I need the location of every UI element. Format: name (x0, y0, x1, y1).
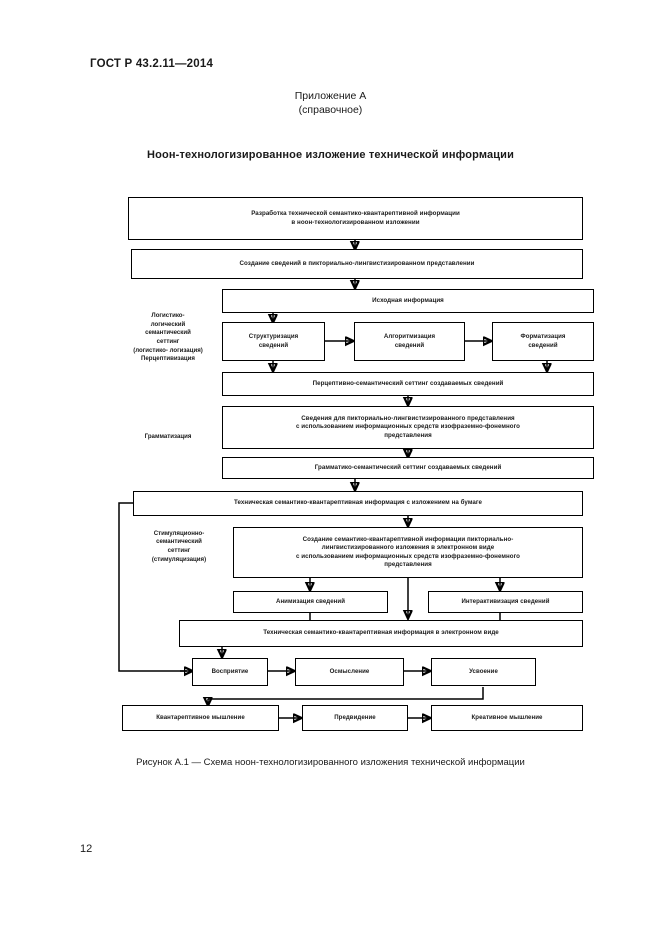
flow-node-electronic-info[interactable]: Техническая семантико-квантарептивная ин… (179, 620, 583, 647)
node-line: Грамматико-семантический сеттинг создава… (314, 463, 502, 471)
node-line: Создание семантико-квантарептивной инфор… (302, 536, 514, 544)
node-line: Алгоритмизация (383, 333, 436, 341)
node-line: Предвидение (334, 713, 376, 721)
side-label-line: логический (150, 320, 186, 328)
node-line: сведений (394, 341, 425, 349)
side-label-line: (логистико- логизация) (133, 346, 203, 354)
side-label-line: Перцептивизация (141, 355, 195, 363)
node-line: Осмысление (329, 667, 370, 675)
node-line: Сведения для пикториально-лингвистизиров… (301, 415, 515, 423)
node-line: с использованием информационных средств … (295, 423, 520, 431)
node-line: Техническая семантико-квантарептивная ин… (263, 629, 499, 637)
flow-node-electronic-creation[interactable]: Создание семантико-квантарептивной инфор… (233, 527, 583, 578)
side-label-line: сеттинг (167, 547, 191, 554)
flow-node-perceptive-setting[interactable]: Перцептивно-семантический сеттинг создав… (222, 372, 594, 396)
flow-node-perception[interactable]: Восприятие (192, 658, 268, 686)
flow-node-animization[interactable]: Анимизация сведений (233, 591, 388, 613)
page-title: Ноон-технологизированное изложение техни… (147, 149, 514, 161)
node-line: Квантарептивное мышление (156, 713, 245, 721)
page-number: 12 (80, 843, 93, 855)
node-line: Перцептивно-семантический сеттинг создав… (312, 379, 504, 387)
node-line: Исходная информация (372, 296, 444, 304)
side-label-line: (стимуляцизация) (151, 555, 207, 563)
flow-node-algorithmization[interactable]: Алгоритмизация сведений (354, 322, 465, 361)
flow-node-assimilation[interactable]: Усвоение (431, 658, 536, 686)
node-line: Анимизация сведений (276, 597, 345, 605)
node-line: с использованием информационных средств … (295, 552, 520, 560)
appendix-heading: Приложение А (справочное) (0, 89, 661, 117)
node-line: представления (384, 431, 432, 439)
appendix-line-2: (справочное) (298, 104, 363, 116)
side-label-line: Логистико- (151, 312, 185, 320)
flow-node-grammatic-setting[interactable]: Грамматико-семантический сеттинг создава… (222, 457, 594, 479)
node-line: Структуризация (248, 333, 299, 341)
flow-node-source-information[interactable]: Исходная информация (222, 289, 594, 313)
side-label-line: Грамматизация (144, 432, 192, 440)
standard-number: ГОСТ Р 43.2.11—2014 (90, 58, 214, 70)
side-label-stimulation-setting: Стимуляционно- семантический сеттинг (ст… (125, 523, 233, 571)
node-line: Техническая семантико-квантарептивная ин… (234, 499, 482, 507)
flow-node-paper-info[interactable]: Техническая семантико-квантарептивная ин… (133, 491, 583, 516)
node-line: представления (384, 560, 432, 568)
node-line: Разработка технической семантико-квантар… (251, 210, 460, 218)
flow-node-create-info[interactable]: Создание сведений в пикториально-лингвис… (131, 249, 583, 279)
side-label-line: Стимуляционно- (153, 529, 205, 537)
flow-node-creative-thinking[interactable]: Креативное мышление (431, 705, 583, 731)
figure-caption: Рисунок А.1 — Схема ноон-технологизирова… (136, 757, 525, 768)
flow-node-formatization[interactable]: Форматизация сведений (492, 322, 594, 361)
node-line: Усвоение (469, 667, 498, 675)
flow-node-quantareptive-thinking[interactable]: Квантарептивное мышление (122, 705, 279, 731)
side-label-line: семантический (145, 329, 191, 337)
node-line: лингвистизированного изложения в электро… (321, 544, 495, 552)
node-line: Интерактивизация сведений (461, 597, 550, 605)
side-label-grammatization: Грамматизация (112, 430, 224, 444)
node-line: Восприятие (211, 667, 249, 675)
node-line: сведений (258, 341, 289, 349)
flow-node-structuring[interactable]: Структуризация сведений (222, 322, 325, 361)
appendix-line-1: Приложение А (294, 90, 367, 102)
node-line: сведений (528, 341, 558, 349)
flow-node-comprehension[interactable]: Осмысление (295, 658, 404, 686)
node-line: Креативное мышление (471, 713, 543, 721)
flow-node-development[interactable]: Разработка технической семантико-квантар… (128, 197, 583, 240)
node-line: Форматизация (520, 333, 566, 341)
side-label-line: сеттинг (156, 338, 180, 345)
flow-node-foresight[interactable]: Предвидение (302, 705, 408, 731)
flow-node-interactivization[interactable]: Интерактивизация сведений (428, 591, 583, 613)
node-line: в ноон-технологизированном изложении (291, 218, 420, 226)
side-label-logistic-setting: Логистико- логический семантический сетт… (112, 303, 224, 373)
node-line: Создание сведений в пикториально-лингвис… (239, 259, 475, 267)
flow-node-info-for-pictorial[interactable]: Сведения для пикториально-лингвистизиров… (222, 406, 594, 449)
side-label-line: семантический (156, 538, 202, 546)
